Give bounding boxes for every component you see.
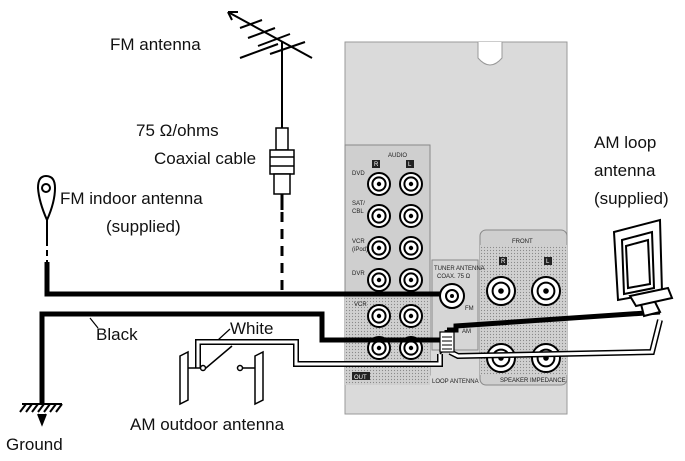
am-outdoor-label: AM outdoor antenna	[130, 415, 285, 434]
fm-indoor-antenna-icon	[36, 174, 57, 262]
am-label: AM	[462, 329, 471, 335]
loop-antenna-label: LOOP ANTENNA	[432, 379, 479, 385]
rca-jack	[399, 304, 423, 328]
panel-notch	[477, 42, 503, 66]
coax-label-line2: Coaxial cable	[154, 149, 256, 168]
rca-jack	[399, 172, 423, 196]
speaker-terminal-lower-l	[531, 343, 561, 373]
am-loop-label-line2: antenna	[594, 161, 656, 180]
out-badge	[352, 372, 370, 380]
loop-white-cable	[449, 319, 662, 358]
speaker-impedance-label: SPEAKER IMPEDANCE	[500, 378, 566, 384]
dvr-label: DVR	[352, 271, 365, 277]
out-label: OUT	[354, 375, 367, 381]
l-badge	[406, 160, 414, 168]
am-loop-antenna-icon	[612, 218, 674, 318]
white-leader-line	[217, 328, 231, 341]
white-wire	[196, 340, 442, 368]
audio-label: AUDIO	[388, 153, 407, 159]
loop-antenna-black-cable	[447, 309, 661, 333]
fm-cable	[44, 262, 452, 297]
r-badge	[372, 160, 380, 168]
front-speaker-terminal-l	[531, 276, 561, 306]
fm-label: FM	[465, 306, 474, 312]
rca-jack	[399, 204, 423, 228]
front-label: FRONT	[512, 239, 533, 245]
tuner-antenna-label: TUNER ANTENNA	[434, 266, 485, 272]
white-wire-label: White	[230, 319, 273, 338]
rca-jack	[367, 304, 391, 328]
rca-jack	[399, 236, 423, 260]
coaxial-connector-icon	[269, 127, 295, 210]
fm-antenna-icon	[227, 11, 313, 130]
coax-label-line1: 75 Ω/ohms	[136, 121, 219, 140]
vcr-ipod-label: VCR	[352, 239, 365, 245]
am-loop-label-line3: (supplied)	[594, 189, 669, 208]
sat-label: SAT/	[352, 201, 365, 207]
front-speaker-terminal-r	[486, 276, 516, 306]
r-badge-label: R	[374, 162, 379, 168]
rca-jack	[367, 268, 391, 292]
fm-indoor-label-line2: (supplied)	[106, 217, 181, 236]
rca-jack	[367, 172, 391, 196]
front-l-label: L	[546, 259, 550, 265]
ground-label: Ground	[6, 435, 63, 454]
cbl-label: CBL	[352, 209, 364, 215]
black-wire-label: Black	[96, 325, 138, 344]
front-r-badge	[499, 257, 507, 265]
fm-jack	[439, 283, 465, 309]
ground-icon	[19, 403, 63, 427]
rca-jack	[367, 236, 391, 260]
front-l-badge	[544, 257, 552, 265]
fm-antenna-label: FM antenna	[110, 35, 201, 54]
l-badge-label: L	[408, 162, 412, 168]
vcr-label: VCR	[354, 302, 367, 308]
dvd-label: DVD	[352, 171, 365, 177]
am-outdoor-antenna-icon	[179, 345, 264, 406]
ipod-label: (iPod)	[352, 247, 368, 253]
rca-jack	[367, 204, 391, 228]
front-r-label: R	[501, 259, 506, 265]
coax-75-label: COAX. 75 Ω	[437, 274, 471, 280]
rca-jack	[399, 268, 423, 292]
fm-indoor-label-line1: FM indoor antenna	[60, 189, 203, 208]
am-loop-label-line1: AM loop	[594, 133, 656, 152]
am-terminal	[439, 331, 455, 353]
black-leader-line	[89, 317, 99, 329]
